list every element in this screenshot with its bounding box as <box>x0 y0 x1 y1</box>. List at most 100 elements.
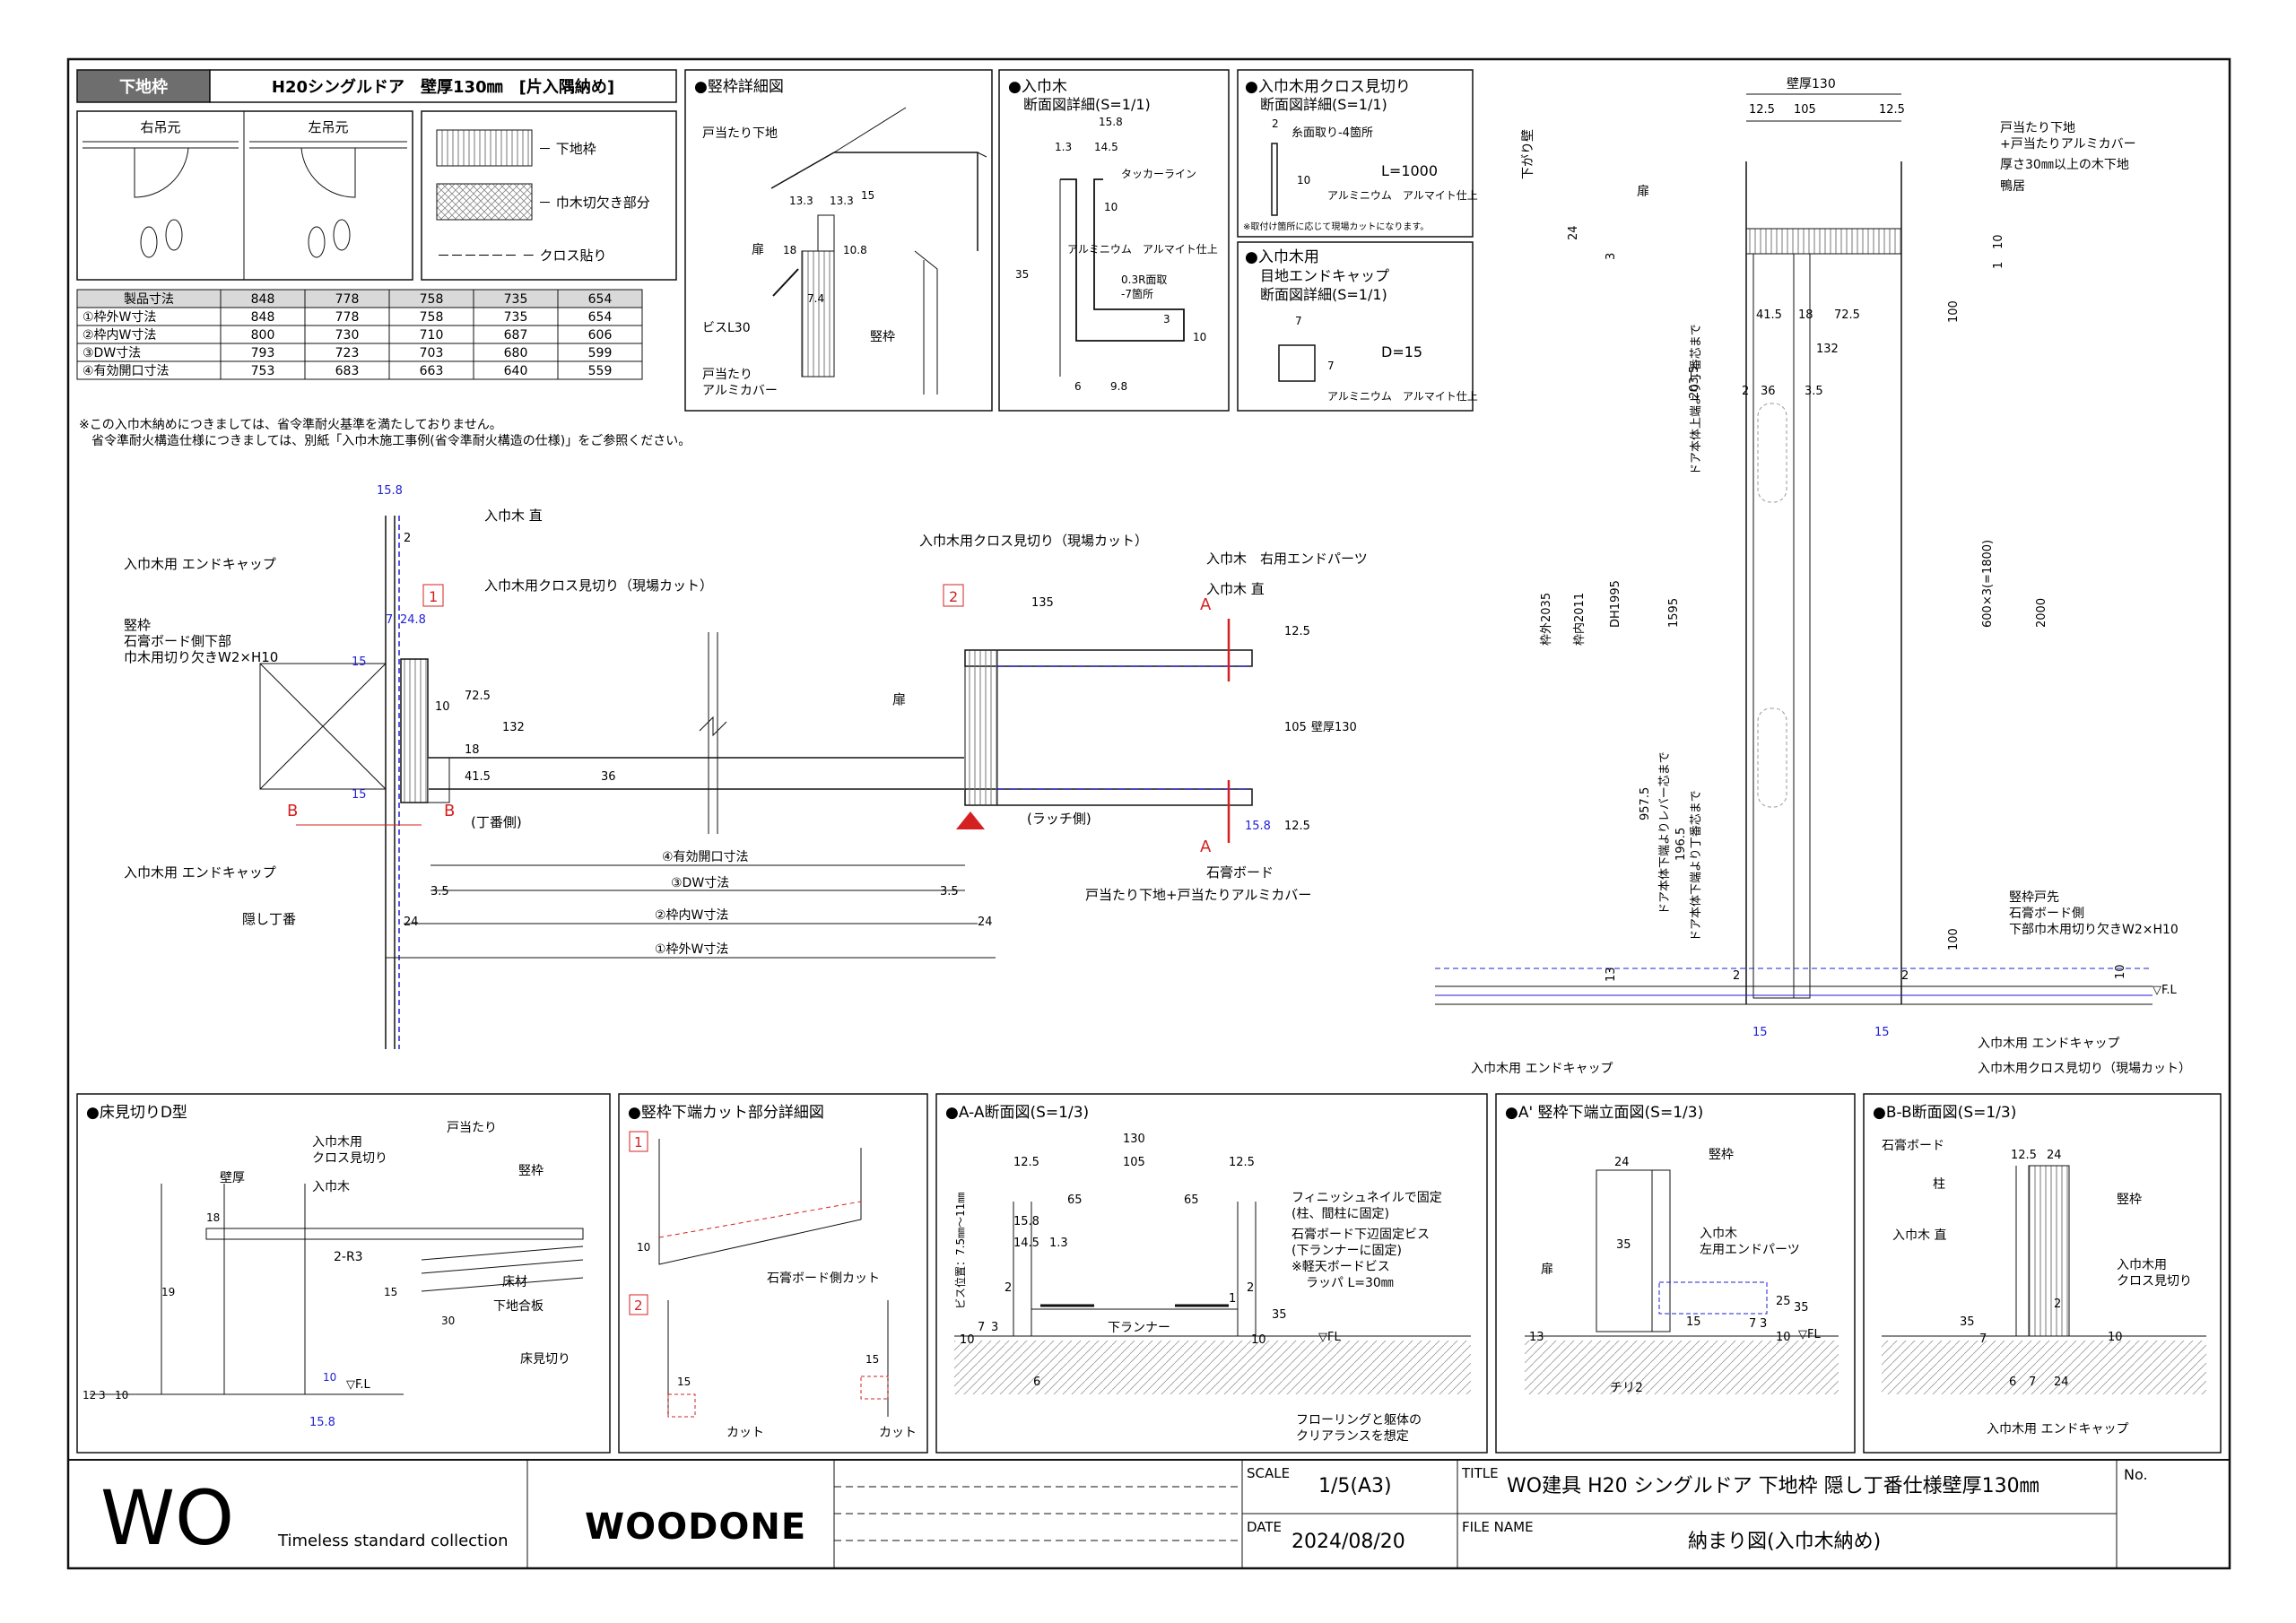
bb-label-gypsum: 石膏ボード <box>1882 1138 1944 1153</box>
bb-label-cross-2: クロス見切り <box>2117 1274 2192 1289</box>
elev-label-lever: ドア本体下端よりレバー芯まで <box>1658 751 1672 915</box>
title-block: WO Timeless standard collection WOODONE … <box>68 1459 2230 1568</box>
plan-dim: 72.5 <box>465 690 491 703</box>
elevation-dim: 3.5 <box>1805 385 1823 398</box>
elevation-dim: 600×3(=1800) <box>1981 540 1995 628</box>
marker-b-left: B <box>287 802 298 820</box>
frame-detail-dim: 10.8 <box>843 244 867 256</box>
panel-cross-cut-title: ●入巾木用クロス見切り <box>1245 78 1411 96</box>
elev-label-gypsum-side: 石膏ボード側 <box>2009 906 2084 921</box>
dim-line-dw: ③DW寸法 <box>671 876 729 890</box>
aa-dim: 15.8 <box>1013 1215 1039 1228</box>
size-table-header: 778 <box>335 292 360 307</box>
baseboard-dim: 35 <box>1015 268 1029 281</box>
plan-dim: 3.5 <box>940 885 959 898</box>
cross-cut-label-finish: アルミニウム アルマイト仕上 <box>1327 189 1478 202</box>
plan-dim: 3.5 <box>430 885 449 898</box>
aa-dim: 3 <box>991 1321 998 1334</box>
size-table-header: 654 <box>588 292 613 307</box>
elevation-dim: 12.5 <box>1879 103 1905 117</box>
size-table-cell: 730 <box>335 328 360 343</box>
aa-dim: 6 <box>1033 1376 1040 1389</box>
size-table-cell: 710 <box>420 328 444 343</box>
panel-bottom-cut: ●竪枠下端カット部分詳細図 1 2 石膏ボード側カット カット カット 10 1… <box>618 1093 928 1454</box>
aa-label-screw-note: (下ランナーに固定) <box>1292 1244 1402 1258</box>
bb-label-endcap: 入巾木用 エンドキャップ <box>1987 1422 2128 1436</box>
marker-1: 1 <box>429 588 438 605</box>
panel-floor-d: ●床見切りD型 壁厚 入巾木用 クロス見切り 入巾木 戸当たり 竪枠 2-R3 … <box>76 1093 611 1454</box>
a-prime-dim: 3 <box>1760 1317 1767 1331</box>
plan-dim: 2 <box>404 532 411 545</box>
plan-label-latch-side: (ラッチ側) <box>1027 811 1091 827</box>
bb-dim: 7 <box>2029 1376 2036 1389</box>
size-table-cell: 758 <box>420 310 444 325</box>
elevation-dim: 196.5 <box>1674 828 1688 861</box>
note-line-1: ※この入巾木納めにつきましては、省令準耐火基準を満たしておりません。 <box>79 417 502 432</box>
panel-bb-title: ●B-B断面図(S=1/3) <box>1873 1104 2016 1122</box>
title-label: TITLE <box>1461 1465 1499 1481</box>
elev-label-door: 扉 <box>1637 185 1649 199</box>
elevation-dim: 1 <box>1992 262 2005 269</box>
plan-dim: 12.5 <box>1284 625 1310 638</box>
aa-dim: 65 <box>1184 1193 1199 1207</box>
panel-cross-cut-subtitle: 断面図詳細(S=1/1) <box>1260 96 1387 113</box>
dim-line-outer-w: ①枠外W寸法 <box>655 942 728 957</box>
size-table-cell: ④有効開口寸法 <box>83 364 170 378</box>
elevation-dim: 957.5 <box>1639 787 1652 820</box>
baseboard-dim: 10 <box>1193 331 1206 343</box>
plan-label-gypsum-bottom: 石膏ボード側下部 <box>124 633 231 649</box>
door-swing-diagrams: 右吊元 左吊元 <box>76 110 413 281</box>
plan-label-stop-cover: 戸当たり下地+戸当たりアルミカバー <box>1085 887 1311 903</box>
bottom-cut-dim: 10 <box>637 1241 650 1254</box>
cross-cut-label-length: L=1000 <box>1381 162 1438 179</box>
baseboard-label-chamfer-count: -7箇所 <box>1121 288 1153 300</box>
size-table-header: 製品寸法 <box>124 292 174 307</box>
plan-dim: 15.8 <box>1245 820 1271 833</box>
elevation-dim: 2 <box>1733 969 1740 983</box>
panel-bb: ●B-B断面図(S=1/3) 石膏ボード 柱 竪枠 入巾木 直 入巾木用 クロス… <box>1863 1093 2222 1454</box>
floor-d-dim: 3 <box>99 1389 106 1402</box>
footprint-icon <box>140 219 351 258</box>
aa-dim: 105 <box>1123 1156 1145 1169</box>
a-prime-dim: 13 <box>1529 1331 1544 1344</box>
elev-label-endcap-right: 入巾木用 エンドキャップ <box>1978 1037 2119 1051</box>
elevation-dim: 枠外2035 <box>1540 593 1553 646</box>
plan-label-door: 扉 <box>892 691 906 707</box>
aa-label-board-screw: ※軽天ボードビス <box>1292 1260 1390 1274</box>
legend-label-cloth: －－－－－－ － クロス貼り <box>437 247 607 264</box>
baseboard-dim: 1.3 <box>1055 141 1072 153</box>
size-table-cell: 778 <box>335 310 360 325</box>
elevation-dim: 10 <box>2114 964 2127 979</box>
bb-dim: 35 <box>1960 1315 1975 1329</box>
aa-dim: 2 <box>1247 1281 1254 1295</box>
plan-label-hidden-hinge: 隠し丁番 <box>242 911 296 927</box>
baseboard-dim: 3 <box>1163 313 1170 325</box>
plan-label-cross-cut-right: 入巾木用クロス見切り（現場カット） <box>919 533 1148 549</box>
baseboard-label-finish: アルミニウム アルマイト仕上 <box>1067 243 1218 256</box>
marker-a-bottom: A <box>1200 838 1212 856</box>
elev-label-notch: 下部巾木用切り欠きW2×H10 <box>2009 923 2179 937</box>
baseboard-dim: 9.8 <box>1110 380 1127 393</box>
bb-dim: 2 <box>2054 1298 2061 1311</box>
bb-dim: 24 <box>2047 1149 2062 1162</box>
elev-label-fl: ▽F.L <box>2152 984 2178 997</box>
bb-label-jamb: 竪枠 <box>2117 1193 2142 1207</box>
bottom-cut-label-cut-left: カット <box>726 1426 764 1440</box>
plan-dim: 15 <box>352 655 367 669</box>
marker-2: 2 <box>949 588 958 605</box>
date-value: 2024/08/20 <box>1292 1531 1405 1553</box>
legend-label-frame: － 下地枠 <box>538 141 596 157</box>
elevation-dim: 15 <box>1752 1026 1768 1039</box>
frame-detail-label-door: 扉 <box>752 243 764 257</box>
plan-label-endcap-bottom: 入巾木用 エンドキャップ <box>124 864 276 881</box>
aa-dim: 1.3 <box>1049 1237 1068 1250</box>
header-block: 下地枠 H20シングルドア 壁厚130㎜ [片入隅納め] <box>76 69 677 103</box>
size-table-cell: 723 <box>335 346 360 360</box>
maker-logo: WOODONE <box>585 1506 806 1548</box>
elevation-dim: 1595 <box>1667 598 1681 628</box>
baseboard-label-tacker: タッカーライン <box>1121 168 1196 180</box>
panel-a-prime-title: ●A' 竪枠下端立面図(S=1/3) <box>1505 1104 1703 1122</box>
a-prime-dim: 10 <box>1776 1331 1791 1344</box>
baseboard-dim: 10 <box>1104 201 1118 213</box>
aa-dim: 7 <box>978 1321 985 1334</box>
